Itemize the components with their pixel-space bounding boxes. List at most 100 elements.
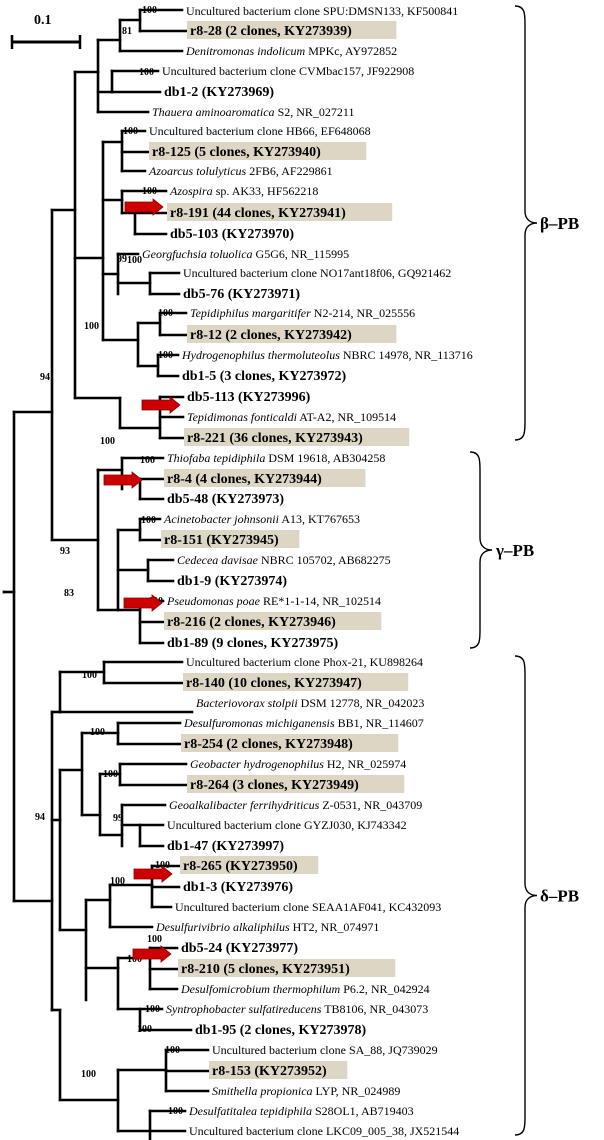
bootstrap-value: 94 (35, 812, 45, 823)
tip-label: Uncultured bacterium clone LKC09_005_38,… (189, 1124, 459, 1138)
tip-highlight (181, 734, 399, 752)
bootstrap-value: 100 (141, 515, 156, 526)
tip-label: r8-12 (2 clones, KY273942) (190, 328, 352, 343)
tip-label-bold: r8-221 (36 clones, KY273943) (187, 431, 363, 446)
tip-label: r8-4 (4 clones, KY273944) (167, 472, 322, 487)
tip-label: Tepidiphilus margaritifer N2-214, NR_025… (190, 306, 415, 320)
tip-label-accession: MPKc, AY972852 (305, 44, 397, 58)
tip-label-bold: db1-9 (KY273974) (177, 574, 287, 589)
brace-delta (514, 655, 538, 1136)
tip-label-accession: NBRC 105702, AB682275 (258, 553, 391, 567)
tip-label-bold: db1-3 (KY273976) (183, 880, 293, 895)
tip-label-accession: NBRC 14978, NR_113716 (340, 348, 473, 362)
bootstrap-value: 100 (127, 954, 142, 965)
tip-label: db1-5 (3 clones, KY273972) (182, 369, 346, 384)
tip-label-accession: Uncultured bacterium clone SA_88, JQ7390… (212, 1043, 438, 1057)
tip-label: db5-48 (KY273973) (167, 492, 284, 507)
tip-label-species: Azospira (169, 184, 213, 198)
tip-highlight (180, 856, 319, 874)
tip-label: Uncultured bacterium clone NO17ant18f06,… (183, 266, 451, 280)
bootstrap-value: 100 (81, 1069, 96, 1080)
tip-highlight (167, 203, 393, 221)
tip-label: Desulfomicrobium thermophilum P6.2, NR_0… (180, 982, 430, 996)
tip-label-bold: db1-95 (2 clones, KY273978) (195, 1023, 366, 1038)
tip-label-bold: r8-191 (44 clones, KY273941) (170, 206, 346, 221)
tip-label: Cedecea davisae NBRC 105702, AB682275 (177, 553, 391, 567)
tip-label-accession: BB1, NR_114607 (335, 716, 424, 730)
tip-label-bold: r8-210 (5 clones, KY273951) (181, 962, 350, 977)
tip-highlight (161, 530, 300, 548)
bootstrap-value: 100 (147, 934, 162, 945)
tip-label-accession: LYP, NR_024989 (313, 1084, 401, 1098)
tip-label: db5-103 (KY273970) (170, 227, 294, 242)
red-arrow-icon (132, 945, 172, 963)
tip-label-accession: Uncultured bacterium clone GYZJ030, KJ74… (167, 818, 407, 832)
bootstrap-value: 100 (158, 308, 173, 319)
tip-label-accession: AT-A2, NR_109514 (297, 410, 396, 424)
tip-label-species: Thauera aminoaromatica (152, 105, 275, 119)
bootstrap-value: 100 (155, 860, 170, 871)
tip-highlight (187, 775, 405, 793)
tip-label-species: Syntrophobacter sulfatireducens (166, 1002, 322, 1016)
tip-label-accession: G5G6, NR_115995 (253, 247, 350, 261)
tip-label: Uncultured bacterium clone CVMbac157, JF… (162, 64, 414, 78)
tip-label-accession: Uncultured bacterium clone SEAA1AF041, K… (175, 900, 441, 914)
tip-label-accession: Uncultured bacterium clone Phox-21, KU89… (186, 655, 423, 669)
tip-label-accession: sp. AK33, HF562218 (213, 184, 319, 198)
tip-label-bold: db5-113 (KY273996) (187, 390, 311, 405)
tip-label: Smithella propionica LYP, NR_024989 (212, 1084, 400, 1098)
tip-label-accession: Uncultured bacterium clone HB66, EF64806… (149, 124, 371, 138)
tip-label-bold: db1-89 (9 clones, KY273975) (167, 636, 338, 651)
tip-label: r8-210 (5 clones, KY273951) (181, 962, 350, 977)
tip-label-species: Desulfurivibrio alkaliphilus (155, 920, 290, 934)
tip-label-accession: HT2, NR_074971 (290, 920, 380, 934)
tip-label: db1-3 (KY273976) (183, 880, 293, 895)
bootstrap-value: 100 (140, 455, 155, 466)
tip-label: r8-140 (10 clones, KY273947) (186, 676, 362, 691)
tip-label-accession: P6.2, NR_042924 (340, 982, 429, 996)
tip-label: r8-151 (KY273945) (164, 533, 279, 548)
tip-label: Uncultured bacterium clone Phox-21, KU89… (186, 655, 423, 669)
tip-label-bold: r8-265 (KY273950) (183, 859, 298, 874)
tip-label-accession: DSM 12778, NR_042023 (298, 696, 425, 710)
tip-highlight (184, 428, 410, 446)
tip-label-accession: Uncultured bacterium clone LKC09_005_38,… (189, 1124, 459, 1138)
bootstrap-value: 99 (117, 254, 127, 265)
bootstrap-value: 93 (60, 546, 70, 557)
tip-label: r8-264 (3 clones, KY273949) (190, 778, 359, 793)
bootstrap-value: 99 (113, 813, 123, 824)
bootstrap-value: 83 (64, 588, 74, 599)
tip-label-bold: db1-5 (3 clones, KY273972) (182, 369, 346, 384)
tip-label-bold: r8-125 (5 clones, KY273940) (152, 145, 321, 160)
tip-label: db5-24 (KY273977) (181, 941, 298, 956)
tip-label-bold: db5-103 (KY273970) (170, 227, 294, 242)
bootstrap-value: 100 (158, 350, 173, 361)
bootstrap-value: 100 (165, 1045, 180, 1056)
tip-label-species: Azoarcus tolulyticus (148, 164, 247, 178)
tip-label-species: Denitromonas indolicum (185, 44, 306, 58)
tip-label-species: Tepidimonas fonticaldi (187, 410, 297, 424)
tip-label-accession: Uncultured bacterium clone NO17ant18f06,… (183, 266, 451, 280)
tip-label-accession: 2FB6, AF229861 (246, 164, 332, 178)
tip-label-species: Acinetobacter johnsonii (163, 512, 279, 526)
red-arrow-icon (124, 198, 164, 216)
bootstrap-value: 100 (139, 67, 154, 78)
tip-highlight (187, 325, 397, 343)
tip-label-species: Georgfuchsia toluolica (142, 247, 253, 261)
tip-label-species: Geoalkalibacter ferrihydriticus (169, 798, 320, 812)
tip-label: r8-265 (KY273950) (183, 859, 298, 874)
tip-label: Acinetobacter johnsonii A13, KT767653 (163, 512, 360, 526)
tip-label-species: Cedecea davisae (177, 553, 259, 567)
tip-label: db1-95 (2 clones, KY273978) (195, 1023, 366, 1038)
tip-label-bold: r8-12 (2 clones, KY273942) (190, 328, 352, 343)
bootstrap-value: 100 (84, 321, 99, 332)
tip-label-accession: S2, NR_027211 (275, 105, 355, 119)
tip-label: Azospira sp. AK33, HF562218 (169, 184, 318, 198)
tip-label-bold: r8-28 (2 clones, KY273939) (190, 24, 352, 39)
bootstrap-value: 100 (82, 670, 97, 681)
tip-label-accession: RE*1-1-14, NR_102514 (260, 594, 381, 608)
tip-label-bold: r8-216 (2 clones, KY273946) (167, 615, 336, 630)
tip-label: Syntrophobacter sulfatireducens TB8106, … (166, 1002, 428, 1016)
